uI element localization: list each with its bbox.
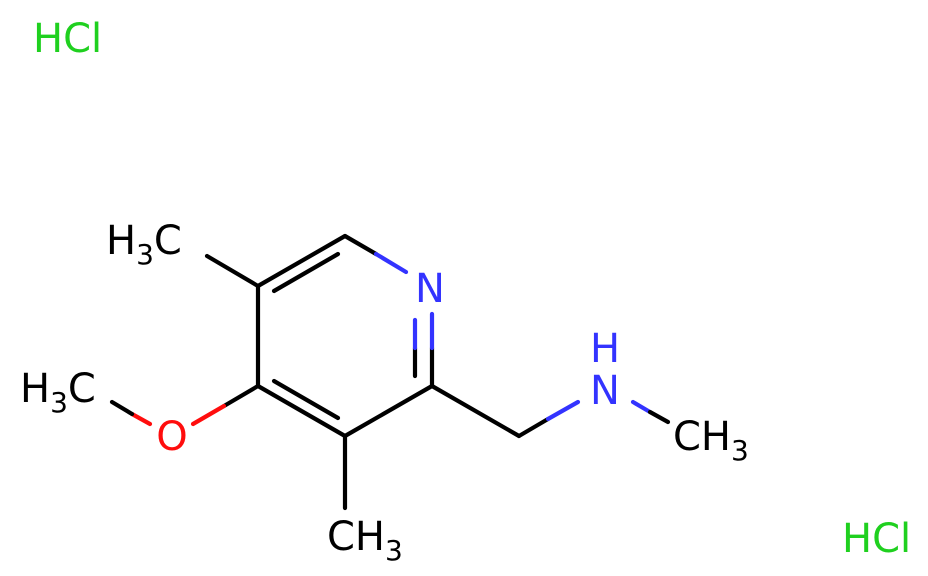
- bond-c6-c5-inner: [271, 251, 341, 294]
- salt-hcl-top: HCl: [33, 16, 102, 62]
- bond-c4-o-black: [221, 383, 261, 409]
- methyl-bottom-label: CH3: [327, 514, 403, 567]
- bond-ch2-n-black: [516, 416, 551, 439]
- bond-c6-n1-blue: [373, 251, 409, 275]
- bond-c2-ch2: [429, 383, 522, 439]
- atom-o-methoxy: O: [156, 414, 187, 460]
- bond-c6-n1-black: [342, 233, 379, 257]
- bond-n-methyl-black: [647, 409, 671, 425]
- bond-ch2-n-blue: [545, 399, 581, 422]
- bond-c6-c5: [255, 233, 348, 289]
- bond-c3-c2: [342, 383, 435, 439]
- methyl-methoxy-label: H3C: [20, 366, 96, 419]
- salt-labels: HCl HCl: [33, 16, 911, 562]
- methyl-amine-label: CH3: [673, 414, 749, 467]
- atom-n-amine: N: [590, 368, 620, 414]
- bond-n-methyl-blue: [630, 399, 653, 415]
- salt-hcl-bottom: HCl: [842, 516, 911, 562]
- bond-c4-c3: [255, 383, 348, 439]
- bond-c4-c3-inner: [271, 378, 341, 421]
- bond-o-methyl-black: [109, 399, 135, 417]
- bond-c4-o-red: [190, 403, 227, 427]
- atom-n-ring: N: [415, 266, 445, 312]
- atom-labels: N H N O H3C H3C CH3 CH3: [20, 218, 749, 567]
- bond-c5-methyl: [204, 253, 261, 289]
- substituent-bonds: [109, 253, 671, 511]
- methyl-top-label: H3C: [106, 218, 182, 271]
- bond-o-methyl-red: [129, 411, 153, 427]
- atom-h-amine: H: [590, 326, 620, 372]
- ring-bonds: [255, 233, 435, 439]
